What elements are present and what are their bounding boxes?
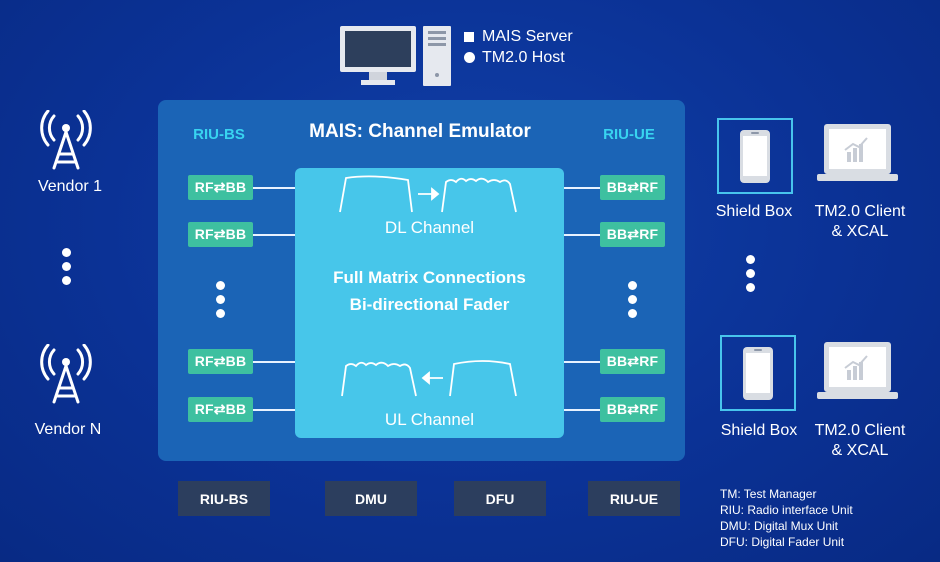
riu-ue-ellipsis — [628, 281, 637, 323]
abbreviation-riu: RIU: Radio interface Unit — [720, 503, 853, 517]
connector-line — [564, 409, 602, 411]
square-marker-icon — [464, 31, 474, 42]
dl-channel-label: DL Channel — [384, 218, 475, 237]
rf-bb-tag: RF⇄BB — [188, 222, 253, 247]
connector-line — [564, 187, 602, 189]
laptop-chart-icon — [815, 340, 900, 404]
shield-box-frame — [717, 118, 793, 194]
antenna-tower-icon — [40, 109, 92, 172]
connector-line — [253, 409, 295, 411]
unit-riu-ue: RIU-UE — [588, 481, 680, 516]
bb-rf-tag: BB⇄RF — [600, 349, 665, 374]
connector-line — [564, 234, 602, 236]
monitor-icon — [339, 25, 419, 87]
smartphone-icon — [743, 347, 773, 400]
unit-dfu: DFU — [454, 481, 546, 516]
shield-box-label: Shield Box — [720, 422, 798, 439]
server-legend: MAIS Server TM2.0 Host — [464, 26, 573, 68]
abbreviation-legend: TM: Test Manager RIU: Radio interface Un… — [720, 486, 853, 550]
dl-waveform-icon — [338, 172, 523, 214]
riu-bs-ellipsis — [216, 281, 225, 323]
bb-rf-tag: BB⇄RF — [600, 175, 665, 200]
vendor-n-label: Vendor N — [34, 421, 102, 438]
ul-channel-label: UL Channel — [384, 410, 475, 429]
shield-box-frame — [720, 335, 796, 411]
fader-matrix-box — [295, 168, 564, 438]
client-ellipsis — [746, 255, 755, 297]
connector-line — [253, 234, 295, 236]
riu-ue-header: RIU-UE — [603, 126, 655, 143]
client-label-line1: TM2.0 Client — [814, 422, 906, 439]
abbreviation-tm: TM: Test Manager — [720, 487, 817, 501]
vendor-ellipsis — [62, 248, 71, 290]
abbreviation-dfu: DFU: Digital Fader Unit — [720, 535, 845, 549]
bb-rf-tag: BB⇄RF — [600, 222, 665, 247]
legend-item-host: TM2.0 Host — [464, 47, 573, 68]
fader-label: Bi-directional Fader — [349, 295, 510, 314]
rf-bb-tag: RF⇄BB — [188, 175, 253, 200]
circle-marker-icon — [464, 52, 475, 63]
rf-bb-tag: RF⇄BB — [188, 397, 253, 422]
legend-item-server: MAIS Server — [464, 26, 573, 47]
unit-riu-bs: RIU-BS — [178, 481, 270, 516]
legend-label-server: MAIS Server — [482, 27, 573, 45]
antenna-tower-icon — [40, 343, 92, 406]
connector-line — [253, 361, 295, 363]
smartphone-icon — [740, 130, 770, 183]
legend-label-host: TM2.0 Host — [482, 48, 565, 66]
client-label-line2: & XCAL — [831, 223, 889, 240]
riu-bs-header: RIU-BS — [193, 126, 245, 143]
vendor-1-label: Vendor 1 — [37, 178, 103, 195]
server-tower-icon — [422, 25, 452, 87]
bb-rf-tag: BB⇄RF — [600, 397, 665, 422]
full-matrix-label: Full Matrix Connections — [333, 268, 526, 287]
ul-waveform-icon — [338, 356, 523, 398]
unit-dmu: DMU — [325, 481, 417, 516]
client-label-line2: & XCAL — [831, 442, 889, 459]
connector-line — [564, 361, 602, 363]
rf-bb-tag: RF⇄BB — [188, 349, 253, 374]
client-label-line1: TM2.0 Client — [814, 203, 906, 220]
laptop-chart-icon — [815, 122, 900, 186]
abbreviation-dmu: DMU: Digital Mux Unit — [720, 519, 839, 533]
connector-line — [253, 187, 295, 189]
shield-box-label: Shield Box — [715, 203, 793, 220]
emulator-title: MAIS: Channel Emulator — [309, 121, 531, 142]
